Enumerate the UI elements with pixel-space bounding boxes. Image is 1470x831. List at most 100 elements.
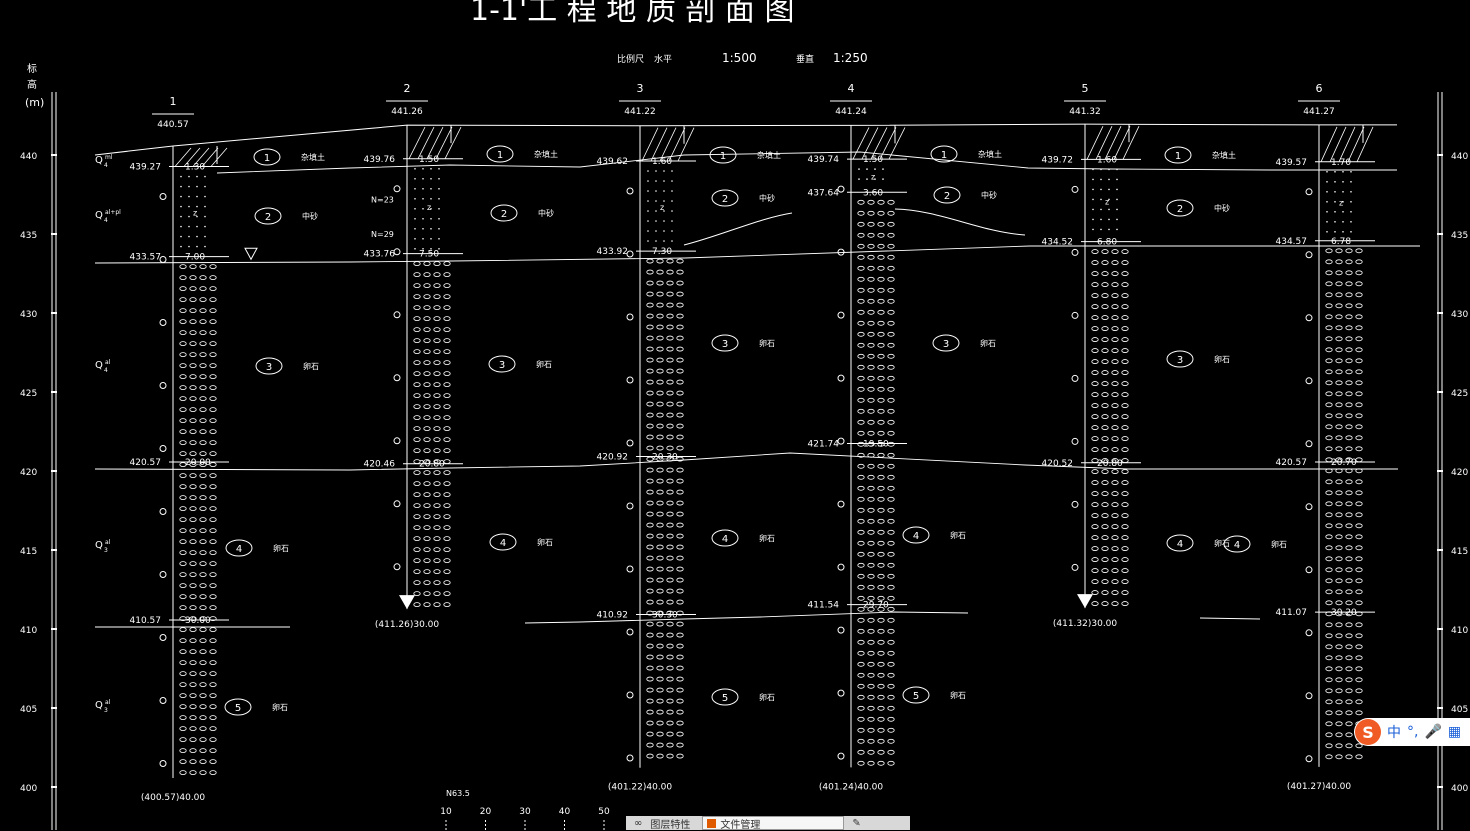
gravel-oval [867, 639, 875, 645]
fill-hatch [192, 147, 210, 167]
gravel-oval [1101, 436, 1109, 441]
gravel-oval [676, 379, 684, 385]
gravel-oval [1335, 721, 1343, 727]
sand-dot [1092, 218, 1094, 221]
gravel-oval [413, 415, 421, 420]
gravel-oval [867, 331, 875, 337]
gravel-oval [423, 547, 431, 552]
sand-dot [1334, 200, 1336, 203]
sand-symbol: z [1339, 198, 1343, 207]
sand-dot [196, 205, 198, 208]
sand-dot [1326, 180, 1328, 183]
gravel-oval [877, 595, 885, 601]
gravel-oval [413, 404, 421, 409]
gravel-oval [1121, 381, 1129, 386]
gravel-oval [857, 551, 865, 557]
gravel-oval [1335, 589, 1343, 595]
sample-marker [626, 187, 634, 195]
edit-icon[interactable]: ✎ [852, 817, 861, 829]
gravel-oval [1111, 271, 1119, 276]
stratum-name: 杂填土 [757, 150, 781, 160]
gravel-oval [179, 462, 187, 467]
gravel-oval [1345, 743, 1353, 749]
stratum-number-circle [490, 204, 518, 222]
sand-dot [663, 210, 665, 212]
taskbar-item-layers[interactable]: 图层特性 [650, 819, 691, 831]
axis-title-1: 标 [27, 63, 37, 75]
sand-dot [647, 200, 649, 202]
gravel-oval [877, 584, 885, 590]
gravel-oval [1111, 359, 1119, 364]
gravel-oval [443, 602, 451, 607]
gravel-oval [1121, 601, 1129, 606]
ime-punctuation[interactable]: °, [1407, 724, 1419, 740]
gravel-oval [1335, 292, 1343, 298]
gravel-oval [209, 748, 217, 753]
sand-dot [1342, 230, 1344, 233]
gravel-oval [209, 649, 217, 654]
gravel-oval [1325, 358, 1333, 364]
geologic-age: Q [95, 210, 103, 221]
sand-dot [671, 190, 673, 192]
sand-dot [655, 210, 657, 212]
sand-dot [1108, 208, 1110, 211]
stratum-name: 卵石 [950, 690, 966, 700]
gravel-oval [1335, 270, 1343, 276]
gravel-oval [676, 434, 684, 440]
gravel-oval [676, 346, 684, 352]
taskbar: ∞ 图层特性 文件管理 ✎ [626, 816, 910, 831]
gravel-oval [1355, 523, 1363, 529]
gravel-oval [443, 426, 451, 431]
gravel-oval [209, 638, 217, 643]
sand-dot [647, 210, 649, 212]
taskbar-tab-files[interactable]: 文件管理 [702, 816, 845, 831]
gravel-oval [877, 529, 885, 535]
gravel-oval [666, 599, 674, 605]
gravel-oval [877, 452, 885, 458]
borehole-id: 6 [1316, 82, 1323, 95]
layer-elevation: 433.57 [130, 253, 162, 263]
gravel-oval [656, 258, 664, 264]
sample-marker [1071, 374, 1079, 382]
microphone-icon[interactable]: 🎤 [1424, 724, 1442, 740]
layer-elevation: 433.76 [364, 250, 396, 260]
gravel-oval [189, 462, 197, 467]
gravel-oval [887, 408, 895, 414]
gravel-oval [1335, 336, 1343, 342]
gravel-oval [887, 683, 895, 689]
sand-dot [438, 207, 440, 210]
gravel-oval [1325, 710, 1333, 716]
borehole-elevation: 441.27 [1303, 107, 1335, 117]
grid-icon[interactable]: ▦ [1447, 724, 1462, 740]
sand-dot [430, 167, 432, 170]
ime-toolbar[interactable]: S 中 °, 🎤 ▦ [1354, 718, 1470, 746]
gravel-oval [1355, 248, 1363, 254]
gravel-oval [1335, 666, 1343, 672]
gravel-oval [1121, 425, 1129, 430]
gravel-oval [666, 610, 674, 616]
gravel-oval [857, 738, 865, 744]
file-icon [707, 818, 717, 828]
gravel-oval [877, 419, 885, 425]
sand-dot [1116, 208, 1118, 211]
gravel-oval [199, 286, 207, 291]
layer-depth: 7.50 [419, 250, 439, 260]
gravel-oval [1335, 347, 1343, 353]
gravel-oval [1335, 303, 1343, 309]
gravel-oval [676, 577, 684, 583]
gravel-oval [209, 319, 217, 324]
gravel-oval [857, 430, 865, 436]
sand-dot [663, 180, 665, 182]
gravel-oval [646, 346, 654, 352]
sand-dot [438, 187, 440, 190]
gravel-oval [867, 353, 875, 359]
fill-hatch [408, 126, 426, 159]
ime-language[interactable]: 中 [1387, 725, 1401, 741]
gravel-oval [423, 580, 431, 585]
gravel-oval [1101, 337, 1109, 342]
elevation-tick-label: 420 [20, 468, 37, 478]
layers-icon[interactable]: ∞ [634, 817, 643, 829]
layer-elevation: 439.74 [808, 155, 840, 165]
